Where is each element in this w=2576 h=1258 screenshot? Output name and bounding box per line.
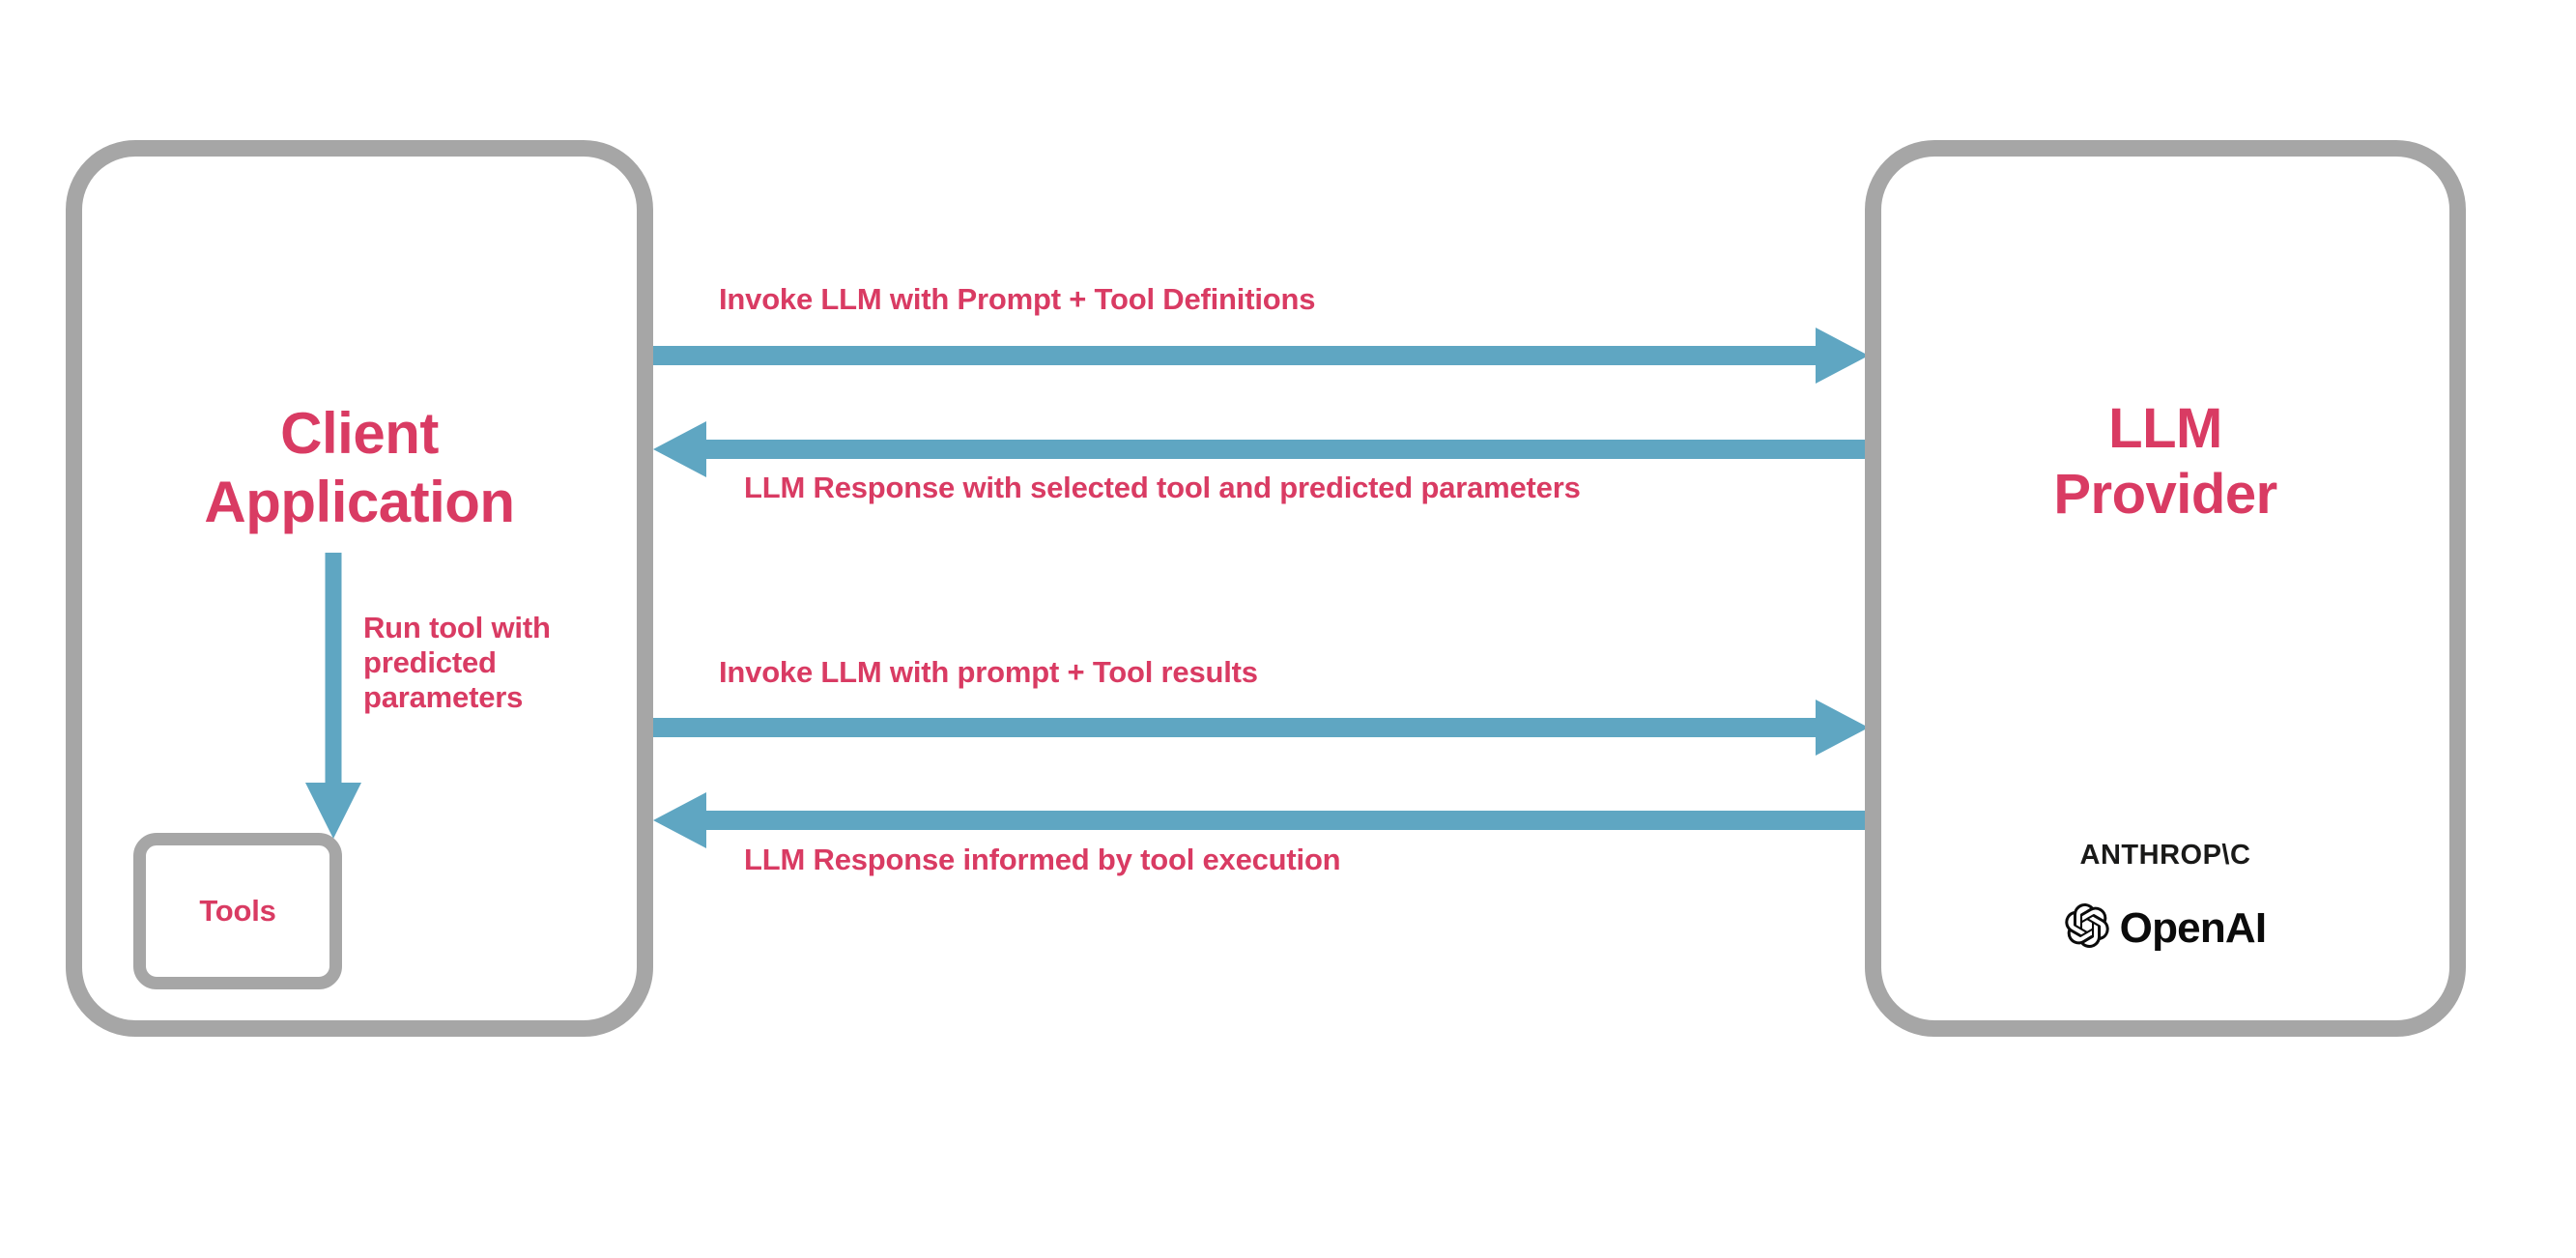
tools-box[interactable]: Tools: [133, 833, 342, 989]
run-tool-arrow-caption: Run tool with predicted parameters: [363, 611, 551, 714]
message-caption-response-1: LLM Response with selected tool and pred…: [744, 471, 1581, 504]
message-caption-response-2: LLM Response informed by tool execution: [744, 843, 1341, 876]
message-arrow-response-2: [653, 792, 1869, 848]
run-tool-arrow: [305, 553, 361, 839]
llm-provider-title: LLM Provider: [2053, 397, 2277, 527]
message-caption-request-2: Invoke LLM with prompt + Tool results: [719, 655, 1258, 689]
message-caption-request-1: Invoke LLM with Prompt + Tool Definition…: [719, 282, 1316, 316]
openai-wordmark: OpenAI: [2119, 903, 2267, 952]
message-arrow-request-1: [653, 328, 1869, 384]
message-arrow-response-1: [653, 421, 1869, 477]
openai-blossom-icon: [2064, 903, 2109, 953]
llm-provider-node: LLM Provider: [1865, 140, 2466, 1037]
tools-label: Tools: [199, 894, 276, 928]
openai-logo: OpenAI: [1865, 903, 2466, 953]
client-application-title: Client Application: [204, 401, 515, 534]
anthropic-logo: ANTHROP\C: [2079, 840, 2251, 871]
message-arrow-request-2: [653, 700, 1869, 756]
